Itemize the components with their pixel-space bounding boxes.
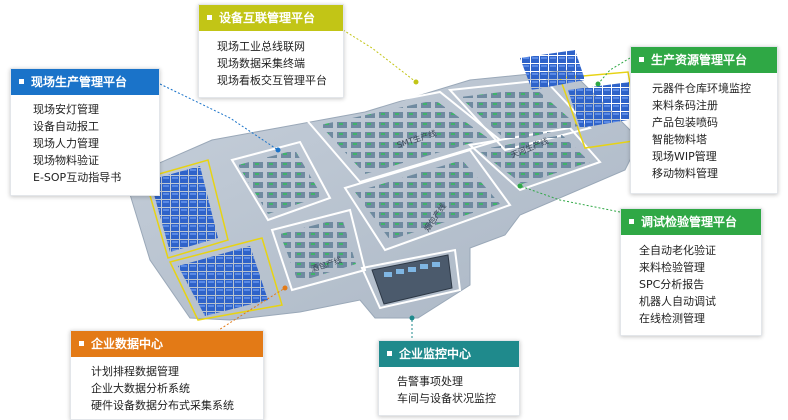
square-bullet-icon bbox=[207, 15, 212, 20]
square-bullet-icon bbox=[387, 351, 392, 356]
square-bullet-icon bbox=[639, 57, 644, 62]
enterprise-data-header: 企业数据中心 bbox=[71, 331, 263, 357]
enterprise-monitor-panel: 企业监控中心 告警事项处理 车间与设备状况监控 bbox=[378, 340, 520, 416]
production-resource-panel: 生产资源管理平台 元器件仓库环境监控 来料条码注册 产品包装喷码 智能物料塔 现… bbox=[630, 46, 778, 194]
list-item: 在线检测管理 bbox=[639, 312, 705, 325]
list-item: 现场工业总线联网 bbox=[217, 40, 305, 53]
field-production-header: 现场生产管理平台 bbox=[11, 69, 159, 95]
warehouse-racks bbox=[150, 50, 640, 316]
field-production-items: 现场安灯管理 设备自动报工 现场人力管理 现场物料验证 E-SOP互动指导书 bbox=[11, 101, 159, 186]
list-item: 现场物料验证 bbox=[33, 154, 99, 167]
connector-endpoints bbox=[275, 79, 601, 321]
production-machines bbox=[238, 88, 590, 282]
list-item: 来料条码注册 bbox=[652, 99, 718, 112]
debug-inspection-panel: 调试检验管理平台 全自动老化验证 来料检验管理 SPC分析报告 机器人自动调试 … bbox=[620, 208, 762, 336]
list-item: 告警事项处理 bbox=[397, 375, 463, 388]
field-production-title: 现场生产管理平台 bbox=[31, 75, 128, 89]
debug-inspection-items: 全自动老化验证 来料检验管理 SPC分析报告 机器人自动调试 在线检测管理 bbox=[621, 242, 761, 327]
list-item: 移动物料管理 bbox=[652, 167, 718, 180]
monitor-room bbox=[371, 254, 453, 305]
production-resource-header: 生产资源管理平台 bbox=[631, 47, 777, 73]
list-item: 来料检验管理 bbox=[639, 261, 705, 274]
production-resource-items: 元器件仓库环境监控 来料条码注册 产品包装喷码 智能物料塔 现场WIP管理 移动… bbox=[631, 80, 777, 182]
list-item: 企业大数据分析系统 bbox=[91, 382, 190, 395]
enterprise-data-items: 计划排程数据管理 企业大数据分析系统 硬件设备数据分布式采集系统 bbox=[71, 363, 263, 414]
enterprise-monitor-header: 企业监控中心 bbox=[379, 341, 519, 367]
list-item: 机器人自动调试 bbox=[639, 295, 716, 308]
square-bullet-icon bbox=[629, 219, 634, 224]
enterprise-monitor-items: 告警事项处理 车间与设备状况监控 bbox=[379, 373, 519, 407]
square-bullet-icon bbox=[19, 79, 24, 84]
debug-inspection-title: 调试检验管理平台 bbox=[641, 215, 738, 229]
production-resource-title: 生产资源管理平台 bbox=[651, 53, 748, 67]
device-interconnect-header: 设备互联管理平台 bbox=[199, 5, 343, 31]
list-item: 产品包装喷码 bbox=[652, 116, 718, 129]
field-production-panel: 现场生产管理平台 现场安灯管理 设备自动报工 现场人力管理 现场物料验证 E-S… bbox=[10, 68, 160, 196]
enterprise-monitor-title: 企业监控中心 bbox=[399, 347, 472, 361]
device-interconnect-panel: 设备互联管理平台 现场工业总线联网 现场数据采集终端 现场看板交互管理平台 bbox=[198, 4, 344, 98]
device-interconnect-items: 现场工业总线联网 现场数据采集终端 现场看板交互管理平台 bbox=[199, 38, 343, 89]
list-item: 现场看板交互管理平台 bbox=[217, 74, 327, 87]
debug-inspection-header: 调试检验管理平台 bbox=[621, 209, 761, 235]
list-item: 现场数据采集终端 bbox=[217, 57, 305, 70]
list-item: 硬件设备数据分布式采集系统 bbox=[91, 399, 234, 412]
list-item: 现场WIP管理 bbox=[652, 150, 717, 163]
square-bullet-icon bbox=[79, 341, 84, 346]
list-item: 现场人力管理 bbox=[33, 137, 99, 150]
list-item: 计划排程数据管理 bbox=[91, 365, 179, 378]
enterprise-data-title: 企业数据中心 bbox=[91, 337, 164, 351]
list-item: 智能物料塔 bbox=[652, 133, 707, 146]
list-item: 全自动老化验证 bbox=[639, 244, 716, 257]
list-item: E-SOP互动指导书 bbox=[33, 171, 122, 184]
enterprise-data-panel: 企业数据中心 计划排程数据管理 企业大数据分析系统 硬件设备数据分布式采集系统 bbox=[70, 330, 264, 420]
list-item: 车间与设备状况监控 bbox=[397, 392, 496, 405]
list-item: 现场安灯管理 bbox=[33, 103, 99, 116]
list-item: 元器件仓库环境监控 bbox=[652, 82, 751, 95]
monitor-room-screens bbox=[384, 262, 440, 277]
list-item: 设备自动报工 bbox=[33, 120, 99, 133]
connector-lines bbox=[159, 29, 631, 343]
device-interconnect-title: 设备互联管理平台 bbox=[219, 11, 316, 25]
list-item: SPC分析报告 bbox=[639, 278, 705, 291]
